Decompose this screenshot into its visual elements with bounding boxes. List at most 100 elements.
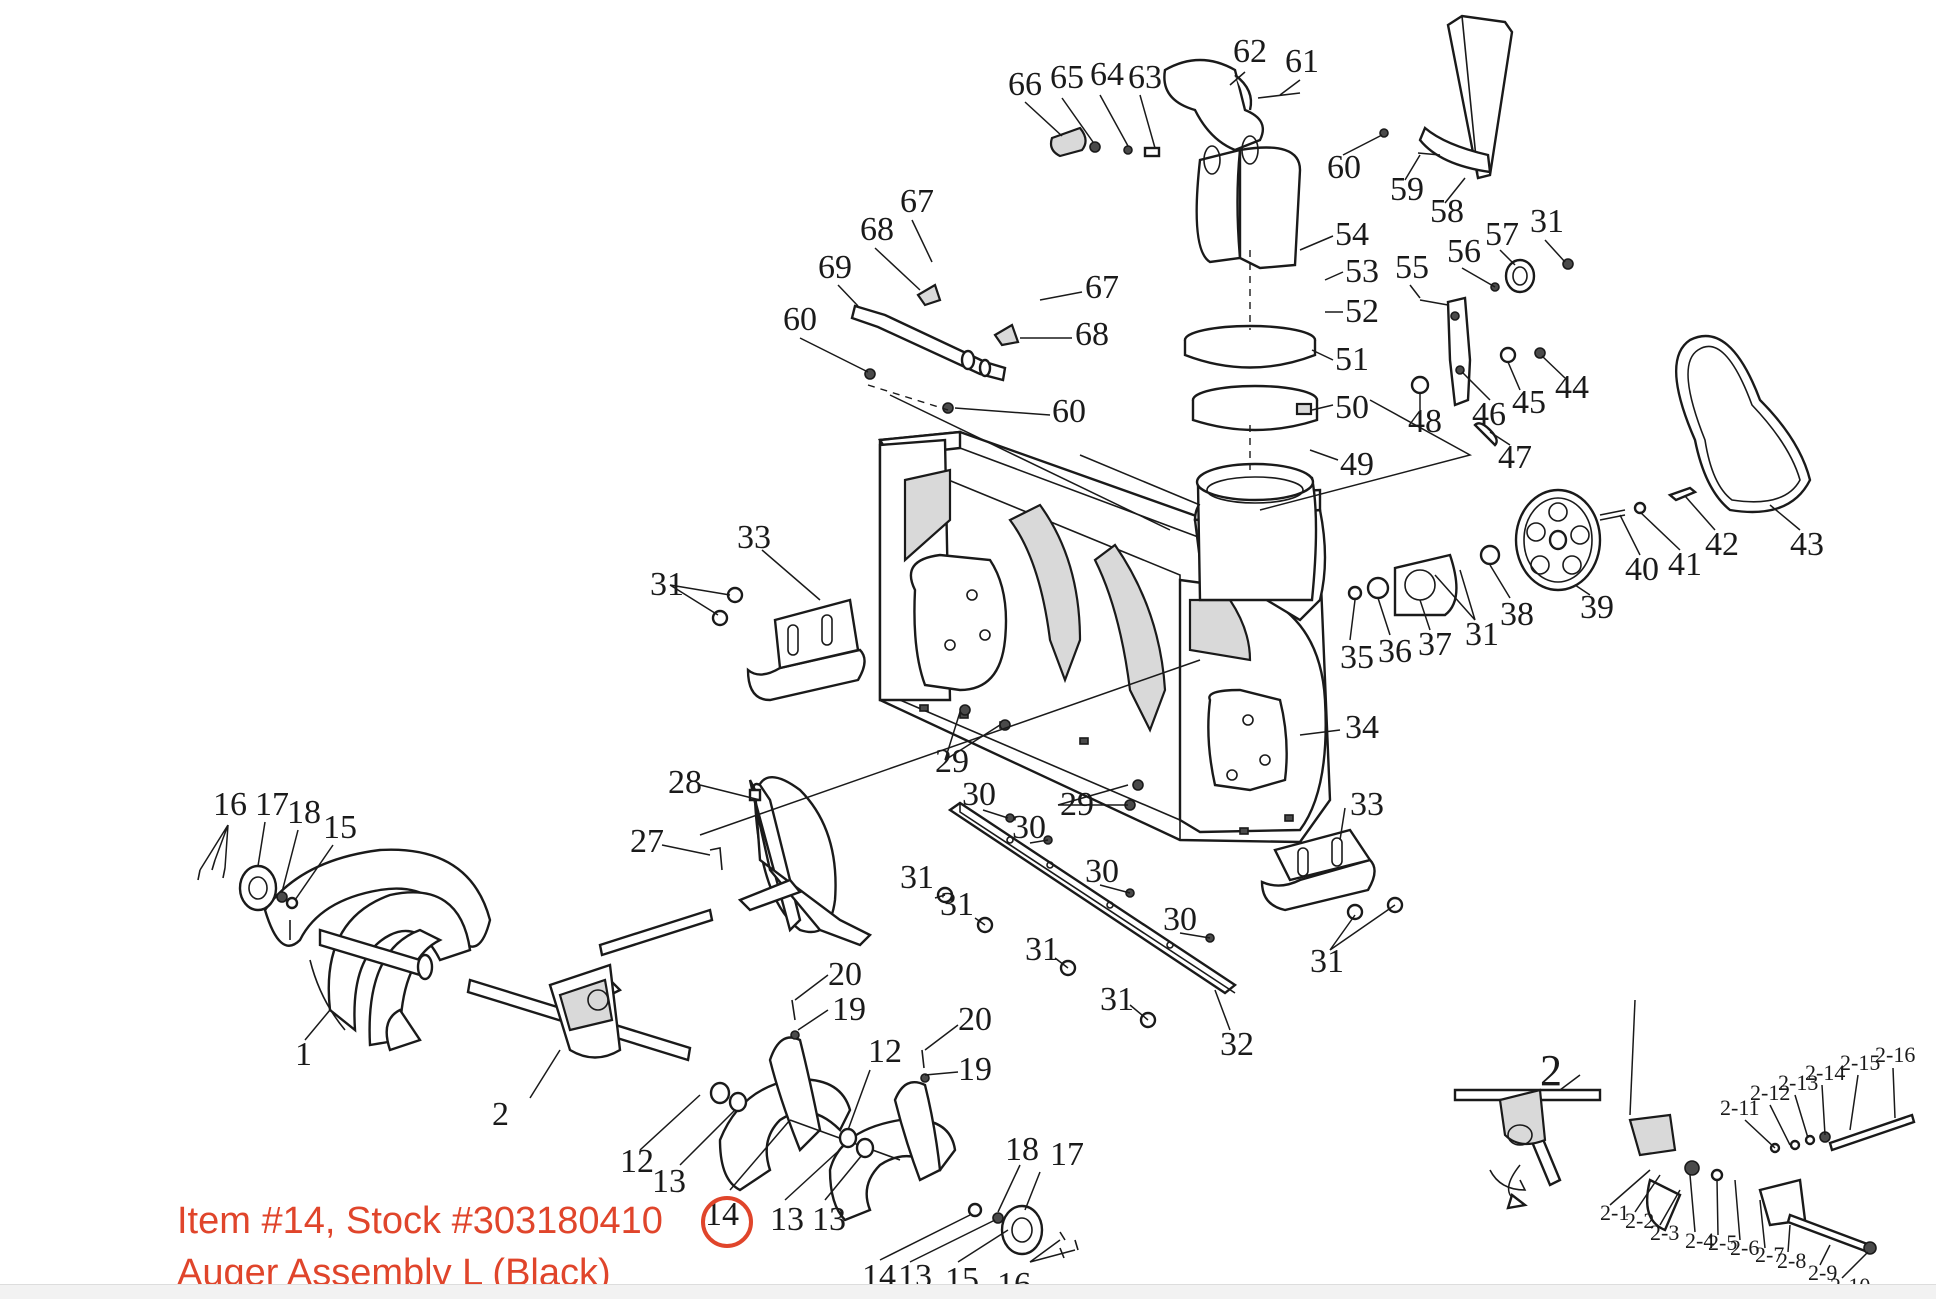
label-31g: 31 xyxy=(1465,616,1499,653)
label-30c: 30 xyxy=(1085,853,1119,890)
label-37: 37 xyxy=(1418,626,1452,663)
label-13c: 13 xyxy=(812,1201,846,1238)
label-16: 16 xyxy=(213,786,247,823)
highlight-circle-14 xyxy=(701,1196,753,1248)
label-33: 33 xyxy=(737,519,771,556)
label-12b: 12 xyxy=(868,1033,902,1070)
label-31e: 31 xyxy=(1100,981,1134,1018)
label-32: 32 xyxy=(1220,1026,1254,1063)
label-53: 53 xyxy=(1345,253,1379,290)
label-35: 35 xyxy=(1340,639,1374,676)
bearing-hub-right xyxy=(967,1202,1079,1259)
label-31b: 31 xyxy=(900,859,934,896)
label-2-9: 2-9 xyxy=(1808,1260,1837,1285)
auger-bracket xyxy=(709,775,873,947)
label-51: 51 xyxy=(1335,341,1369,378)
part-number-labels: 1 2 2 12 12 13 13 13 13 14 14 15 15 16 1… xyxy=(213,33,1824,1299)
label-19b: 19 xyxy=(958,1051,992,1088)
label-2-13: 2-13 xyxy=(1778,1070,1818,1095)
label-42: 42 xyxy=(1705,526,1739,563)
label-2-15: 2-15 xyxy=(1840,1050,1880,1075)
label-67a: 67 xyxy=(900,183,934,220)
label-50: 50 xyxy=(1335,389,1369,426)
label-20: 20 xyxy=(828,956,862,993)
auger-assembly-right xyxy=(263,848,492,1052)
label-2-7: 2-7 xyxy=(1755,1242,1784,1267)
label-36: 36 xyxy=(1378,633,1412,670)
label-48: 48 xyxy=(1408,403,1442,440)
label-2-16: 2-16 xyxy=(1875,1042,1915,1067)
label-58: 58 xyxy=(1430,193,1464,230)
auger-shaft xyxy=(466,908,714,1062)
label-49: 49 xyxy=(1340,446,1374,483)
label-68b: 68 xyxy=(1075,316,1109,353)
label-43: 43 xyxy=(1790,526,1824,563)
label-14-highlight: 14 xyxy=(705,1196,739,1233)
label-38: 38 xyxy=(1500,596,1534,633)
label-2-inset: 2 xyxy=(1540,1046,1562,1095)
label-30d: 30 xyxy=(1163,901,1197,938)
label-2-12: 2-12 xyxy=(1750,1080,1790,1105)
control-rod xyxy=(850,283,1020,414)
label-2-11: 2-11 xyxy=(1720,1095,1760,1120)
label-2-4: 2-4 xyxy=(1685,1228,1714,1253)
label-2-2: 2-2 xyxy=(1625,1208,1654,1233)
label-54: 54 xyxy=(1335,216,1369,253)
label-52: 52 xyxy=(1345,293,1379,330)
label-13a: 13 xyxy=(652,1163,686,1200)
label-2-6: 2-6 xyxy=(1730,1235,1759,1260)
label-41: 41 xyxy=(1668,546,1702,583)
label-27: 27 xyxy=(630,823,664,860)
label-12: 12 xyxy=(620,1143,654,1180)
scraper-bar xyxy=(947,801,1238,995)
label-31c: 31 xyxy=(940,886,974,923)
chute-base xyxy=(1195,462,1318,602)
label-64: 64 xyxy=(1090,56,1124,93)
label-2-1: 2-1 xyxy=(1600,1200,1629,1225)
label-44: 44 xyxy=(1555,369,1589,406)
bearing-hub-left xyxy=(197,859,299,912)
label-30a: 30 xyxy=(962,776,996,813)
label-2-14: 2-14 xyxy=(1805,1060,1845,1085)
label-56: 56 xyxy=(1447,233,1481,270)
label-57: 57 xyxy=(1485,216,1519,253)
inset-labels: 2-1 2-2 2-3 2-4 2-5 2-6 2-7 2-8 2-9 2-10… xyxy=(1600,1042,1915,1298)
label-39: 39 xyxy=(1580,589,1614,626)
label-55: 55 xyxy=(1395,249,1429,286)
label-66: 66 xyxy=(1008,66,1042,103)
callout-stock-line: Item #14, Stock #303180410 xyxy=(177,1200,663,1242)
label-60c: 60 xyxy=(1052,393,1086,430)
label-69: 69 xyxy=(818,249,852,286)
label-31d: 31 xyxy=(1025,931,1059,968)
label-2-3: 2-3 xyxy=(1650,1220,1679,1245)
discharge-chute xyxy=(1163,58,1302,270)
label-17: 17 xyxy=(255,786,289,823)
label-1: 1 xyxy=(295,1036,312,1073)
label-13b: 13 xyxy=(770,1201,804,1238)
label-17b: 17 xyxy=(1050,1136,1084,1173)
chute-crank-parts xyxy=(1049,92,1301,158)
label-2: 2 xyxy=(492,1096,509,1133)
assembly-lines xyxy=(699,250,1473,836)
label-63: 63 xyxy=(1128,59,1162,96)
label-15: 15 xyxy=(323,809,357,846)
chute-handle xyxy=(1379,14,1514,180)
label-65: 65 xyxy=(1050,59,1084,96)
label-19: 19 xyxy=(832,991,866,1028)
label-31h: 31 xyxy=(1530,203,1564,240)
skid-shoes xyxy=(746,598,1376,912)
label-34: 34 xyxy=(1345,709,1379,746)
label-67b: 67 xyxy=(1085,269,1119,306)
chute-rings xyxy=(1183,324,1319,432)
label-18b: 18 xyxy=(1005,1131,1039,1168)
label-60b: 60 xyxy=(783,301,817,338)
label-46: 46 xyxy=(1472,396,1506,433)
label-68a: 68 xyxy=(860,211,894,248)
label-47: 47 xyxy=(1498,439,1532,476)
drive-components xyxy=(1347,258,1812,617)
label-20b: 20 xyxy=(958,1001,992,1038)
label-30b: 30 xyxy=(1012,809,1046,846)
horizontal-scrollbar[interactable] xyxy=(0,1284,1936,1299)
